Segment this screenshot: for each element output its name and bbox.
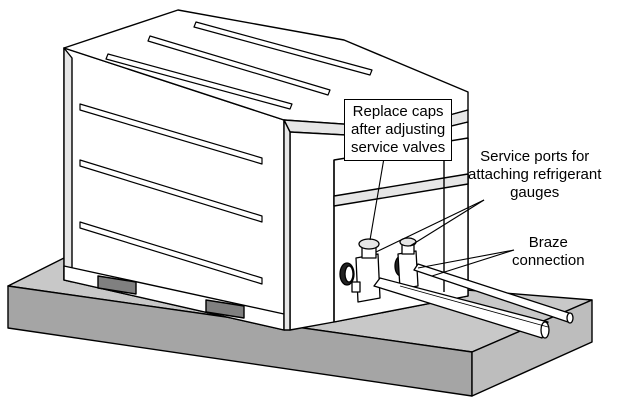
vent-left — [97, 275, 137, 295]
callout-replace-caps-line2: after adjusting — [351, 121, 446, 138]
line-small-end — [566, 312, 574, 324]
corner-post — [283, 119, 291, 331]
lid-slots — [105, 21, 373, 110]
callout-braze-line1: Braze — [528, 234, 568, 251]
callout-service-ports-line3: gauges — [510, 184, 560, 201]
callout-service-ports: Service ports for attaching refrigerant … — [468, 148, 601, 202]
recess-shelf — [333, 173, 469, 207]
vent-right — [205, 299, 245, 319]
callout-replace-caps-line3: service valves — [351, 139, 446, 156]
callout-service-ports-line2: attaching refrigerant — [468, 166, 602, 183]
line-large-end — [540, 321, 550, 339]
service-port-cap-left — [358, 238, 380, 250]
valve-left-side — [351, 281, 361, 293]
callout-braze-line2: connection — [512, 252, 585, 269]
leader-ports-b — [409, 199, 485, 247]
leader-braze-a — [417, 249, 515, 269]
leader-caps — [369, 157, 385, 241]
gasket-left-inner — [344, 265, 354, 283]
valve-left-body — [355, 253, 381, 303]
leader-braze-b — [431, 249, 515, 277]
callout-braze-connection: Braze connection — [512, 234, 585, 270]
callout-service-ports-line1: Service ports for — [480, 148, 590, 165]
callout-replace-caps-line1: Replace caps — [352, 103, 444, 120]
pad-side — [471, 299, 593, 397]
line-large — [373, 277, 549, 339]
service-valves — [339, 237, 574, 339]
callout-replace-caps: Replace caps after adjusting service val… — [344, 99, 453, 161]
front-bevel — [63, 47, 73, 283]
leader-ports-a — [375, 199, 485, 253]
leader-lines — [369, 157, 515, 277]
front-slots — [79, 103, 263, 285]
